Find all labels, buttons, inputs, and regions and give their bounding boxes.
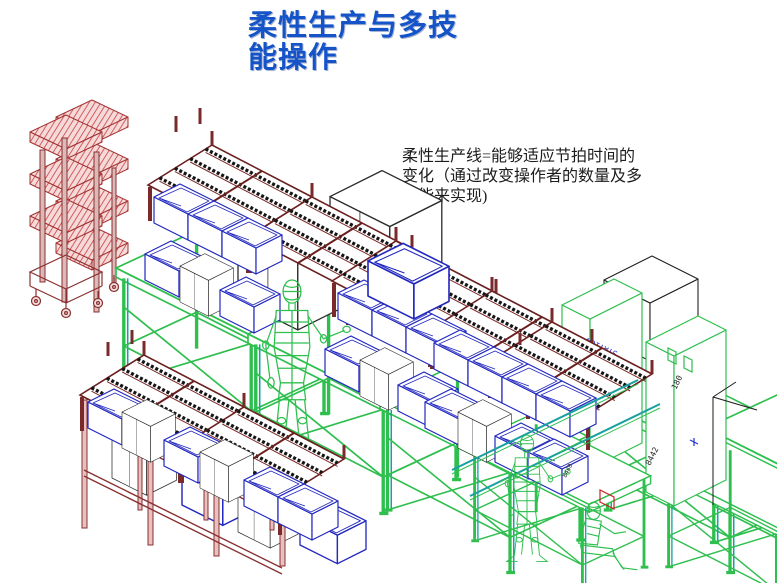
title-line-1: 柔性生产与多技 bbox=[248, 10, 459, 42]
red-panel bbox=[599, 489, 615, 510]
main-assembly-line bbox=[114, 108, 654, 583]
bottom-right-rails bbox=[451, 379, 699, 510]
rack-posts bbox=[174, 108, 522, 345]
blue-arrow-icon bbox=[689, 438, 699, 446]
body-line-2: 变化（通过改变操作者的数量及多 bbox=[402, 168, 643, 185]
body-line-1: 柔性生产线=能够适应节拍时间的 bbox=[402, 148, 636, 165]
rack-posts-2 bbox=[106, 330, 134, 356]
lower-left-workbench bbox=[78, 330, 367, 575]
machine-cabinet-right bbox=[645, 315, 727, 507]
page-title: 柔性生产与多技 能操作 bbox=[248, 10, 458, 74]
operator-figure-3 bbox=[577, 501, 638, 571]
title-line-2: 能操作 bbox=[248, 42, 339, 74]
stacked-tray-cart bbox=[28, 99, 129, 319]
cabinet-clamps bbox=[667, 347, 693, 373]
leader-lines bbox=[712, 381, 758, 505]
